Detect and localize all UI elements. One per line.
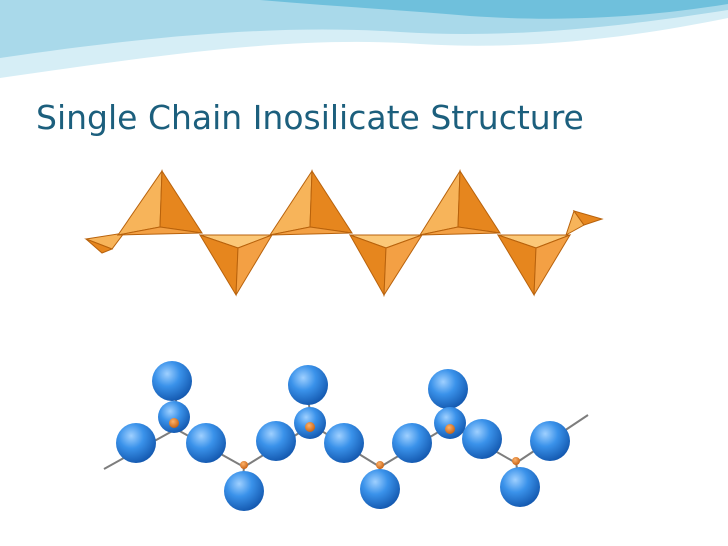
silicon-atoms	[169, 418, 520, 469]
oxygen-atom	[324, 423, 364, 463]
silicon-atom	[169, 418, 179, 428]
oxygen-atom	[434, 407, 466, 439]
oxygen-atom	[500, 467, 540, 507]
silicon-atom	[240, 461, 248, 469]
header-wave-line	[0, 23, 728, 87]
header-wave-decoration	[0, 0, 728, 87]
ball-and-stick-chain-diagram	[84, 339, 604, 541]
tetrahedron-end-left	[84, 232, 126, 254]
oxygen-atom	[158, 401, 190, 433]
silicon-atom	[445, 424, 455, 434]
oxygen-atom	[360, 469, 400, 509]
tetrahedron-down-1	[198, 234, 274, 297]
silicon-atom	[376, 461, 384, 469]
tetrahedron-up-1	[116, 169, 204, 236]
oxygen-atoms	[116, 361, 570, 511]
oxygen-atom	[428, 369, 468, 409]
silicon-atom	[305, 422, 315, 432]
oxygen-atom	[288, 365, 328, 405]
silicon-atom	[512, 457, 520, 465]
oxygen-atom	[392, 423, 432, 463]
header-wave-front	[260, 0, 728, 19]
tetrahedron-up-2	[268, 169, 354, 236]
slide-title: Single Chain Inosilicate Structure	[36, 98, 584, 137]
oxygen-atom	[116, 423, 156, 463]
polyhedral-chain-diagram	[66, 153, 614, 319]
tetrahedron-down-2	[348, 234, 424, 297]
oxygen-atom	[462, 419, 502, 459]
oxygen-atom	[186, 423, 226, 463]
oxygen-atom	[224, 471, 264, 511]
oxygen-atom	[152, 361, 192, 401]
tetrahedron-down-3	[496, 234, 572, 297]
tetrahedron-end-right	[565, 209, 604, 237]
oxygen-atom	[530, 421, 570, 461]
tetrahedron-up-3	[418, 169, 502, 236]
oxygen-atom	[256, 421, 296, 461]
